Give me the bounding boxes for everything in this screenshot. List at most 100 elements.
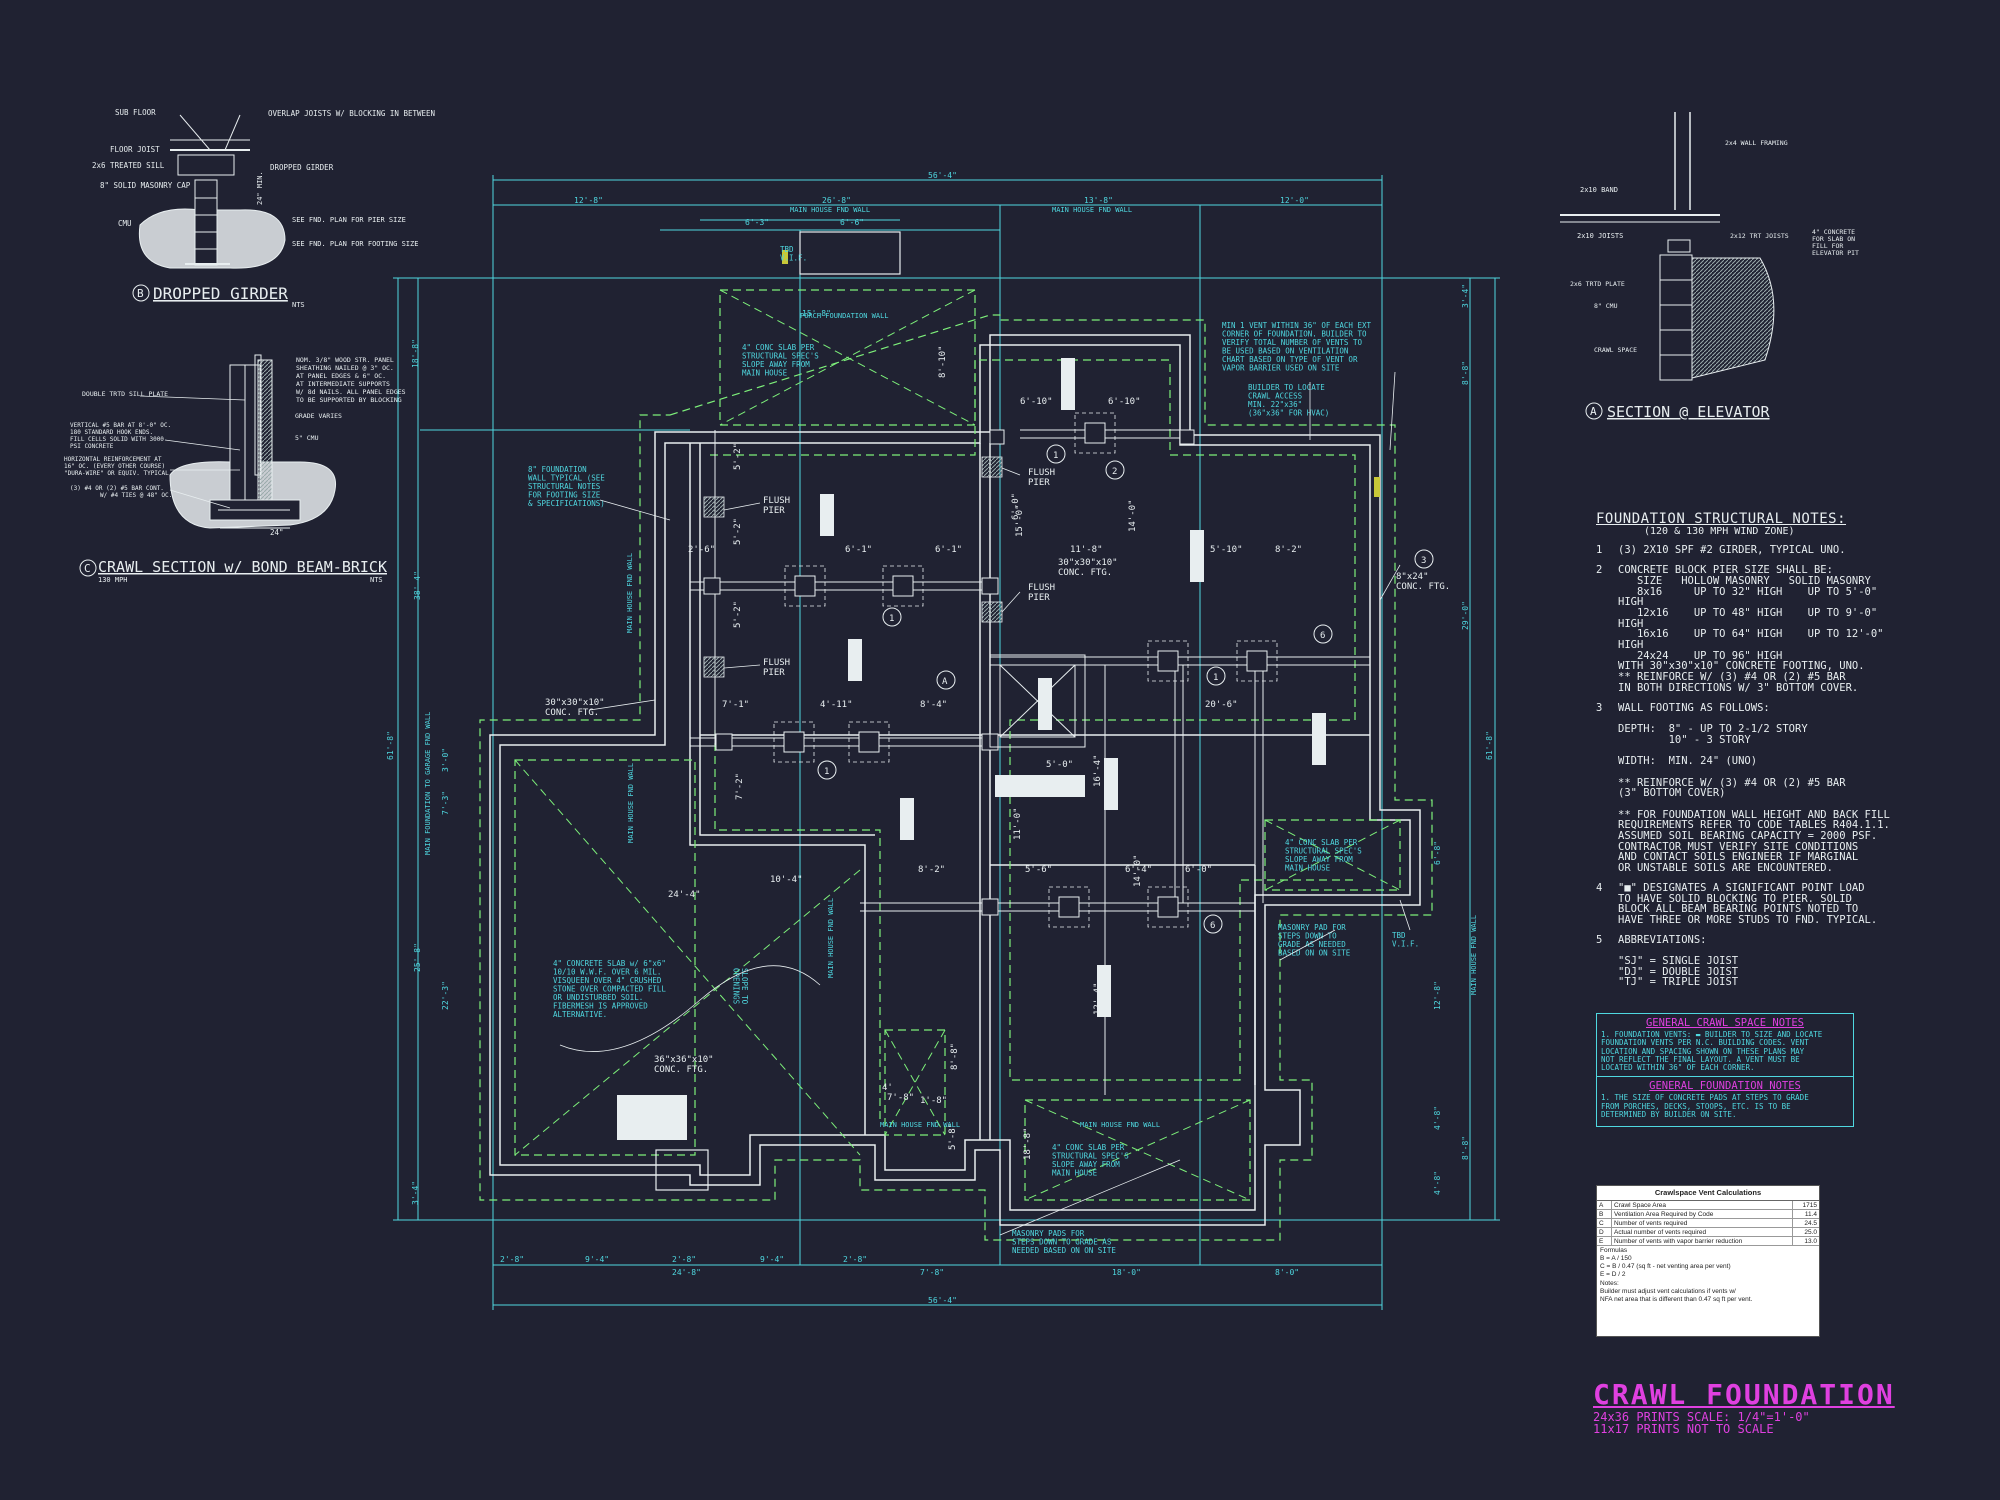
interior-dim: 7'-2": [735, 773, 745, 800]
ev-label-4c: FILL FOR: [1812, 242, 1843, 250]
plan-note-ftg-36: 36"x36"x10"CONC. FTG.: [654, 1055, 714, 1075]
dim-left-4: 25'-8": [413, 943, 422, 972]
tag-1d: 1: [1213, 673, 1218, 683]
interior-dim: 4'-11": [820, 700, 853, 710]
interior-dim: 5'-2": [733, 601, 743, 628]
general-notes-box: GENERAL CRAWL SPACE NOTES 1. FOUNDATION …: [1596, 1013, 1854, 1127]
dim-bot-3: 9'-4": [760, 1255, 784, 1264]
note-item: 1(3) 2X10 SPF #2 GIRDER, TYPICAL UNO.: [1596, 545, 1896, 556]
ev-label-3: 2x12 TRT JOISTS: [1730, 232, 1789, 240]
dg-title: DROPPED GIRDER: [153, 284, 288, 303]
plan-note-ftg-824: 8"x24"CONC. FTG.: [1396, 572, 1450, 592]
interior-dim: 18'-8": [1023, 1127, 1033, 1160]
cs-label-2c: FILL CELLS SOLID WITH 3000: [70, 436, 164, 443]
wall-label-9: MAIN HOUSE FND WALL: [1470, 915, 1478, 995]
crawl-section-detail: 24" NOM. 3/8" WOOD STR. PANEL SHEATHING …: [64, 354, 406, 584]
dim-top-5: 6'-6": [840, 218, 864, 227]
interior-dim: 8'-8": [950, 1043, 960, 1070]
title-block: CRAWL FOUNDATION 24x36 PRINTS SCALE: 1/4…: [1593, 1378, 1895, 1435]
cs-label-0c: AT PANEL EDGES & 6" OC.: [296, 372, 386, 380]
dim-left-6: 3'-4": [411, 1181, 420, 1205]
wall-label-6: MAIN HOUSE FND WALL: [827, 898, 835, 978]
row-label: Actual number of vents required: [1611, 1227, 1793, 1237]
tag-1a: 1: [1053, 451, 1058, 461]
dim-right-7: 4'-8": [1433, 1171, 1442, 1195]
interior-dim: 8'-10": [938, 345, 948, 378]
cs-label-0e: W/ 8d NAILS. ALL PANEL EDGES: [296, 388, 406, 396]
dim-right-overall: 61'-8": [1485, 731, 1494, 760]
dim-bot-0: 2'-8": [500, 1255, 524, 1264]
foundation-structural-notes: FOUNDATION STRUCTURAL NOTES: (120 & 130 …: [1596, 512, 1896, 997]
foundation-notes-text: 1. THE SIZE OF CONCRETE PADS AT STEPS TO…: [1601, 1093, 1809, 1119]
tag-1b: 1: [889, 614, 894, 624]
elevator-section-detail: 2x4 WALL FRAMING 2x10 BAND 2x10 JOISTS 2…: [1560, 112, 1859, 421]
row-key: B: [1597, 1209, 1612, 1219]
foundation-plan: 1 2 3 1 1 1 6 6 A 56'-4" 12'-8" 26'-8" 1…: [386, 171, 1500, 1310]
wall-label-3: MAIN FOUNDATION TO GARAGE FND WALL: [424, 712, 432, 855]
interior-dim: 14'-0": [1128, 499, 1138, 532]
cs-scale: NTS: [370, 576, 383, 584]
cs-label-3b: 16" OC. (EVERY OTHER COURSE): [64, 463, 165, 470]
row-label: Crawl Space Area: [1611, 1201, 1793, 1210]
interior-dim: 5'-2": [733, 443, 743, 470]
plan-note-ftg-30b: 30"x30"x10"CONC. FTG.: [1058, 558, 1118, 578]
dg-label-2: FLOOR JOIST: [110, 145, 160, 154]
dg-label-3: 2x6 TREATED SILL: [92, 161, 165, 170]
tag-6b: 6: [1210, 921, 1215, 931]
cs-label-0d: AT INTERMEDIATE SUPPORTS: [296, 380, 390, 388]
cs-label-3a: HORIZONTAL REINFORCEMENT AT: [64, 456, 162, 463]
crawl-notes-title: GENERAL CRAWL SPACE NOTES: [1645, 1017, 1805, 1029]
dim-top-1: 26'-8": [822, 196, 851, 205]
dim-right-4: 12'-8": [1433, 981, 1442, 1010]
cs-label-2b: 180 STANDARD HOOK ENDS.: [70, 429, 153, 436]
ev-label-2: 2x10 JOISTS: [1577, 232, 1623, 240]
ev-label-7: CRAWL SPACE: [1594, 346, 1637, 354]
tag-1c: 1: [824, 767, 829, 777]
dg-scale: NTS: [292, 301, 305, 309]
dim-right-3: 6'-8": [1433, 841, 1442, 865]
cs-subtitle: 130 MPH: [98, 576, 128, 584]
dg-label-1: OVERLAP JOISTS W/ BLOCKING IN BETWEEN: [268, 109, 435, 118]
cs-label-0a: NOM. 3/8" WOOD STR. PANEL: [296, 356, 394, 364]
cs-label-0f: TO BE SUPPORTED BY BLOCKING: [296, 396, 402, 404]
vent-table-title: Crawlspace Vent Calculations: [1597, 1186, 1819, 1201]
dim-left-2: 3'-0": [441, 748, 450, 772]
interior-dim: 6'-10": [1020, 397, 1053, 407]
interior-dim: 15'-0": [1015, 504, 1025, 537]
tag-A: A: [942, 677, 948, 687]
dg-label-8: SEE FND. PLAN FOR FOOTING SIZE: [292, 240, 418, 248]
interior-dim: 11'-8": [1070, 545, 1103, 555]
interior-dim: 8'-2": [1275, 545, 1302, 555]
interior-dim: 5'-6": [1025, 865, 1052, 875]
interior-dim: 12'-4": [1093, 982, 1103, 1015]
dg-label-9: 24" MIN.: [256, 171, 264, 205]
row-label: Number of vents required: [1611, 1218, 1793, 1228]
cs-label-5: GRADE VARIES: [295, 412, 342, 420]
interior-dim: 1'-8": [920, 1096, 947, 1106]
dim-bot-4: 2'-8": [843, 1255, 867, 1264]
dim-bot-7: 18'-0": [1112, 1268, 1141, 1277]
dim-bot-2: 2'-8": [672, 1255, 696, 1264]
dg-tag: B: [137, 287, 144, 300]
note-number: 5: [1596, 933, 1603, 946]
interior-dim: 7'-8": [887, 1093, 914, 1103]
cs-tag: C: [84, 562, 91, 575]
ev-label-4a: 4" CONCRETE: [1812, 228, 1855, 236]
ev-label-4d: ELEVATOR PIT: [1812, 249, 1859, 257]
ev-label-6: 8" CMU: [1594, 302, 1618, 310]
interior-dim: 6'-1": [935, 545, 962, 555]
ev-label-4b: FOR SLAB ON: [1812, 235, 1855, 243]
dim-right-5: 4'-8": [1433, 1106, 1442, 1130]
